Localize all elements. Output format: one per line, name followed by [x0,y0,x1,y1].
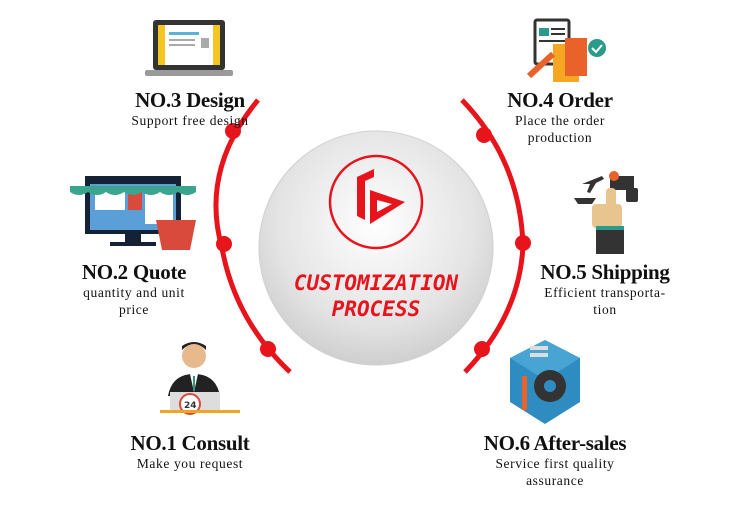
step-order: NO.4 Order Place the order production [490,88,630,146]
step-subtitle: Make you request [136,456,244,471]
center-title-line1: CUSTOMIZATION [293,271,459,295]
laptop-design-icon [145,20,233,76]
dot [474,341,490,357]
step-title: NO.6 After-sales [483,431,627,455]
step-shipping: NO.5 Shipping Efficient transporta-tion [535,260,675,318]
shipping-logistics-icon [574,171,638,254]
dot [476,127,492,143]
step-quote: NO.2 Quote quantity and unit price [68,260,200,318]
center-title-line2: PROCESS [331,297,421,321]
step-subtitle: Support free design [131,113,249,128]
step-subtitle: quantity and unit price [83,285,185,317]
step-after-sales: NO.6 After-sales Service first quality a… [470,431,640,489]
dot [260,341,276,357]
dot [216,236,232,252]
step-design: NO.3 Design Support free design [100,88,280,129]
step-consult: NO.1 Consult Make you request [100,431,280,472]
dot [515,235,531,251]
step-title: NO.3 Design [135,88,245,112]
online-shop-icon [70,176,196,250]
step-title: NO.5 Shipping [540,260,670,284]
center-title: CUSTOMIZATION PROCESS [260,270,492,322]
customer-service-24h-icon: 24 [160,342,240,415]
svg-text:24: 24 [184,401,197,411]
dot [225,123,241,139]
step-subtitle: Service first quality assurance [495,456,615,488]
brand-logo [328,154,424,250]
gear-wrench-service-icon [510,340,580,424]
step-title: NO.4 Order [507,88,613,112]
order-documents-icon [526,18,606,82]
step-title: NO.1 Consult [130,431,250,455]
step-subtitle: Efficient transporta-tion [544,285,666,317]
step-subtitle: Place the order production [515,113,605,145]
step-title: NO.2 Quote [81,260,187,284]
